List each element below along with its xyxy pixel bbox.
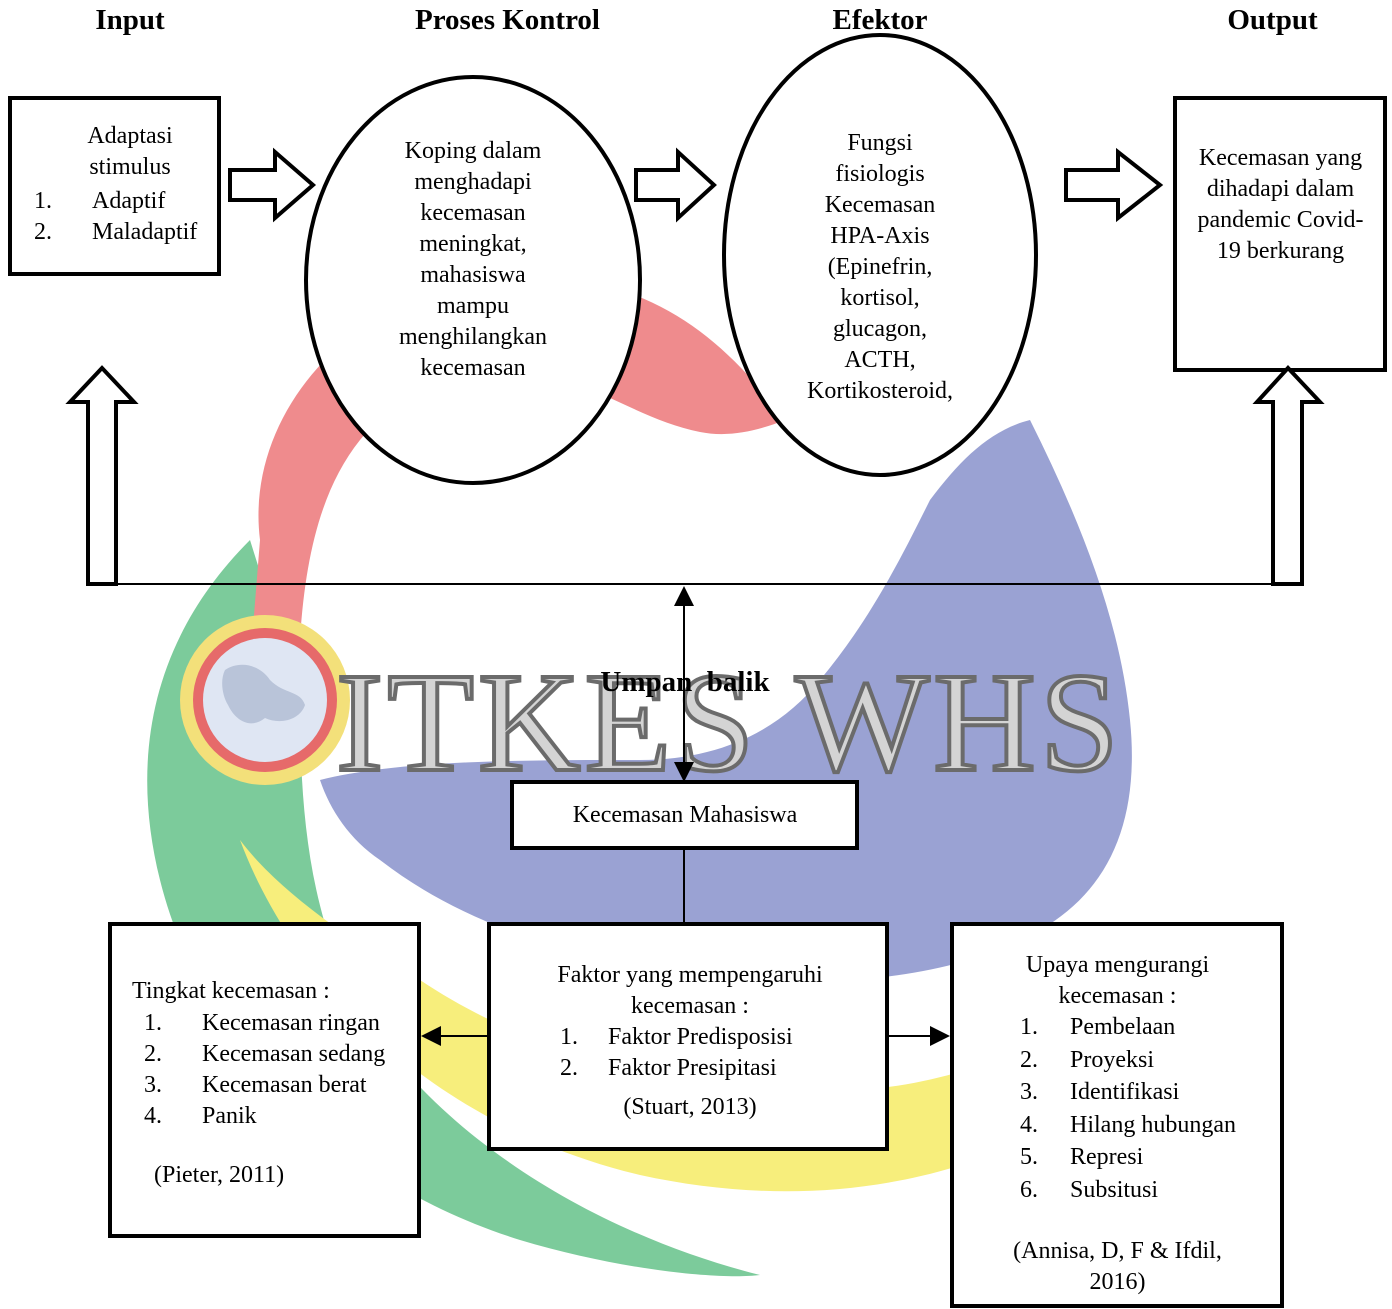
- input-list: 1.Adaptif 2.Maladaptif: [34, 186, 219, 248]
- effort-item: 4.Hilang hubungan: [1020, 1111, 1236, 1138]
- level-box: [108, 922, 421, 1238]
- level-citation: (Pieter, 2011): [154, 1162, 285, 1188]
- level-item: 4.Panik: [144, 1103, 257, 1129]
- arrow-effector-to-output: [1064, 147, 1164, 223]
- feedback-label: Umpan balik: [600, 666, 770, 698]
- output-box: [1173, 96, 1387, 372]
- input-title: Adaptasi stimulus: [87, 123, 173, 180]
- header-process: Proses Kontrol: [414, 4, 600, 36]
- effort-item: 2.Proyeksi: [1020, 1046, 1154, 1073]
- factor-list: 1.Faktor Predisposisi 2.Faktor Presipita…: [560, 1022, 880, 1084]
- input-box: [8, 96, 221, 276]
- output-text: Kecemasan yang dihadapi dalam pandemic C…: [1197, 145, 1364, 264]
- input-item: 1.Adaptif: [34, 188, 166, 214]
- input-item: 2.Maladaptif: [34, 219, 198, 245]
- effector-text: Fungsi fisiologis Kecemasan HPA-Axis (Ep…: [807, 130, 953, 404]
- factor-citation: (Stuart, 2013): [623, 1094, 757, 1120]
- seal-map: [222, 664, 305, 724]
- effort-item: 6.Subsitusi: [1020, 1176, 1159, 1203]
- arrow-up-right: [1252, 365, 1325, 586]
- arrow-process-to-effector: [634, 147, 717, 223]
- effort-citation: (Annisa, D, F & Ifdil, 2016): [1013, 1238, 1222, 1295]
- yellow-band: [240, 840, 1176, 1192]
- effort-box: [950, 922, 1284, 1308]
- effort-item: 3.Identifikasi: [1020, 1079, 1180, 1106]
- arrow-up-left: [65, 365, 139, 586]
- center-box-text: Kecemasan Mahasiswa: [572, 802, 798, 828]
- effort-item: 1.Pembelaan: [1020, 1014, 1176, 1040]
- center-box: [510, 780, 859, 850]
- level-item: 3.Kecemasan berat: [144, 1072, 367, 1098]
- level-item: 2.Kecemasan sedang: [144, 1041, 386, 1067]
- header-input: Input: [95, 4, 165, 36]
- factor-title: Faktor yang mempengaruhi kecemasan :: [557, 962, 823, 1019]
- level-list: 1.Kecemasan ringan 2.Kecemasan sedang 3.…: [144, 1008, 414, 1132]
- level-item: 1.Kecemasan ringan: [144, 1010, 380, 1036]
- process-ellipse: [304, 75, 642, 485]
- arrow-input-to-process: [228, 147, 317, 223]
- effort-list: 1.Pembelaan 2.Proyeksi 3.Identifikasi 4.…: [1020, 1011, 1278, 1207]
- effort-title: Upaya mengurangi kecemasan :: [1025, 952, 1210, 1009]
- process-text: Koping dalam menghadapi kecemasan mening…: [399, 138, 547, 381]
- effort-item: 5.Represi: [1020, 1144, 1144, 1171]
- effector-ellipse: [722, 33, 1038, 477]
- factor-item: 2.Faktor Presipitasi: [560, 1055, 777, 1081]
- watermark-text: ITKES WHS: [334, 641, 1123, 803]
- header-effector: Efektor: [832, 4, 928, 36]
- header-output: Output: [1227, 4, 1318, 36]
- level-title: Tingkat kecemasan :: [132, 978, 330, 1004]
- factor-item: 1.Faktor Predisposisi: [560, 1024, 793, 1050]
